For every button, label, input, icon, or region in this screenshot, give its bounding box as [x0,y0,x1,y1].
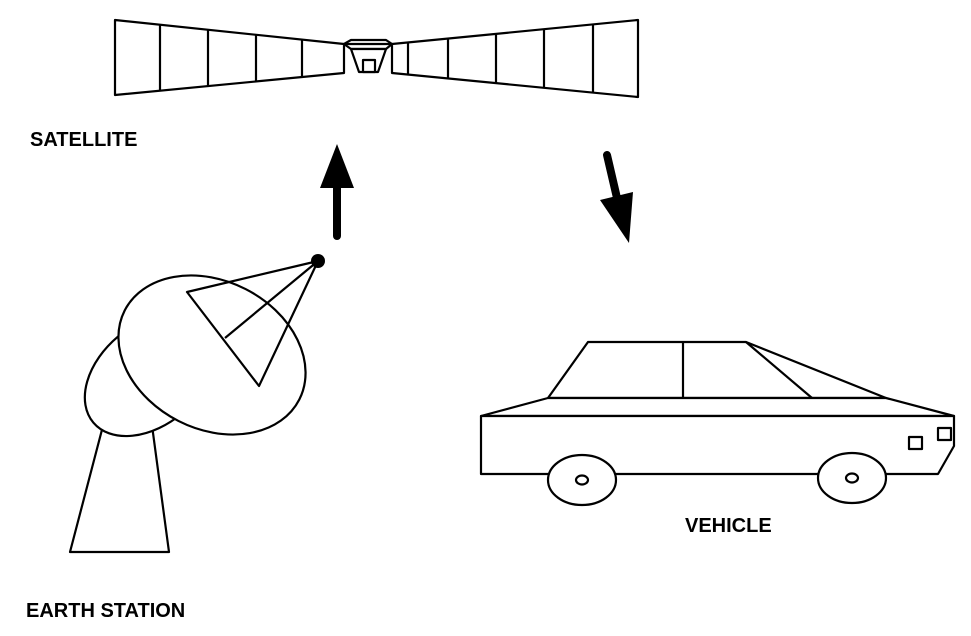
satellite-label: SATELLITE [30,129,138,151]
vehicle-icon [479,340,956,507]
uplink-arrow-icon [320,144,354,240]
tail-light [907,435,924,451]
rear-wheel [816,451,888,505]
downlink-arrow-icon [600,151,633,243]
earth-station-label: EARTH STATION [26,600,186,622]
dish-face [117,274,307,436]
car-body [479,414,956,476]
satellite-icon [113,18,640,99]
right-solar-panel [390,18,640,99]
vehicle-label: VEHICLE [685,515,772,537]
tail-light [936,426,953,442]
left-solar-panel [113,18,346,97]
earth-station-icon [68,254,325,554]
feed-horn [185,254,325,388]
satellite-body [342,38,394,74]
car-cabin [546,340,888,400]
antenna-pedestal [68,416,171,554]
front-wheel [546,453,618,507]
car-hood-trunk [479,396,956,418]
